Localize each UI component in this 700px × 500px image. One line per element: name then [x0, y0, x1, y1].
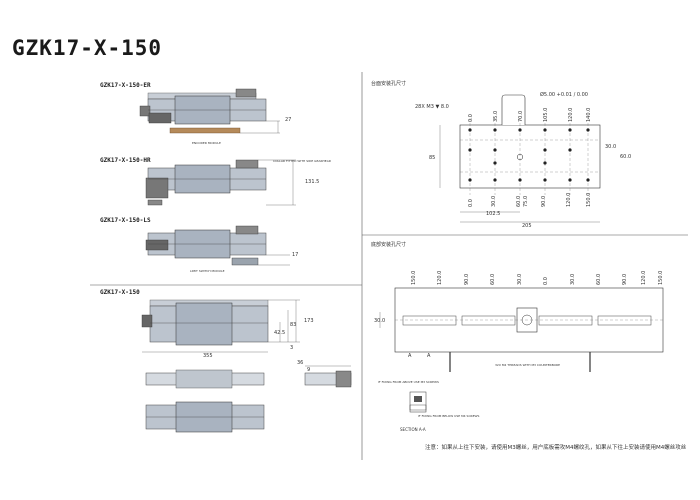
top-view-heading: 台面安装孔尺寸 — [371, 81, 407, 87]
top-side-dim-a: 85 — [429, 155, 435, 161]
section-mark-right: A — [427, 353, 431, 359]
dim-label: 150.0 — [658, 271, 664, 285]
installation-note: 注意：如果从上往下安装，请使用M3螺丝，用户底板需攻M4螺纹孔，如果从下往上安装… — [425, 445, 687, 451]
variant-label-ls: GZK17-X-150-LS — [100, 217, 151, 224]
dim-base-h1: 83 — [290, 322, 296, 328]
note-er: ENCODER MODULE — [192, 141, 221, 145]
dim-label: 30.0 — [491, 196, 497, 207]
dim-label: 150.0 — [586, 193, 592, 207]
top-side-dim-c: 60.0 — [620, 154, 631, 160]
dim-label: 90.0 — [541, 196, 547, 207]
dim-label: 30.0 — [570, 274, 576, 285]
dim-label: 140.0 — [586, 108, 592, 122]
bottom-view-drawing: 30.0 A A 32X M4 THREADS WITH M3 COUNTERB… — [374, 287, 664, 432]
variant-label-hr: GZK17-X-150-HR — [100, 157, 151, 164]
section-title: SECTION A-A — [400, 427, 426, 432]
dim-label: 150.0 — [411, 271, 417, 285]
note-ls: LIMIT SWITCH MODULE — [190, 269, 225, 273]
dim-label: 0.0 — [543, 277, 549, 285]
dim-label: 120.0 — [641, 271, 647, 285]
dim-label: 75.0 — [523, 196, 529, 207]
stage-er: 27 ENCODER MODULE — [139, 88, 291, 145]
section-mark-left: A — [408, 353, 412, 359]
dim-hr: 131.5 — [305, 179, 319, 185]
note-hr: COLLAR FITTED WITH SIDE GEARHEAD — [273, 159, 332, 163]
dim-label: 0.0 — [468, 199, 474, 207]
bottom-view-top-dims: 150.0 120.0 90.0 60.0 30.0 0.0 30.0 60.0 90.0 120… — [411, 271, 664, 285]
top-view-drawing: 28X M3 ▼ 8.0 Ø5.00 +0.01 / 0.00 85 30.0 … — [415, 91, 631, 229]
top-side-dim-b: 30.0 — [605, 144, 616, 150]
dim-er: 27 — [285, 117, 291, 123]
variant-label-base: GZK17-X-150 — [100, 289, 140, 296]
below-note: IF FIXING FROM BELOW USE M4 SCREWS — [418, 414, 479, 418]
dim-label: 0.0 — [468, 114, 474, 122]
screw-note: 32X M4 THREADS WITH M3 COUNTERBORE — [495, 363, 560, 367]
dim-base-total-h: 173 — [304, 318, 314, 324]
dim-label: 120.0 — [566, 193, 572, 207]
stage-hr: 131.5 COLLAR FITTED WITH SIDE GEARHEAD — [145, 159, 332, 206]
dim-label: 70.0 — [518, 111, 524, 122]
top-span-dim-a: 102.5 — [486, 211, 500, 217]
stage-base: 173 83 42.5 3 355 36 9 — [141, 299, 352, 433]
variant-label-er: GZK17-X-150-ER — [100, 82, 151, 89]
page-title: GZK17-X-150 — [12, 36, 163, 60]
dim-label: 90.0 — [464, 274, 470, 285]
dim-label: 120.0 — [437, 271, 443, 285]
above-note: IF FIXING FROM ABOVE USE M3 SCREWS — [378, 380, 439, 384]
top-callout-thread: 28X M3 ▼ 8.0 — [415, 104, 449, 110]
stage-ls: 17 LIMIT SWITCH MODULE — [145, 225, 298, 273]
dim-base-width: 355 — [203, 353, 213, 359]
dim-label: 60.0 — [490, 274, 496, 285]
top-callout-hole: Ø5.00 +0.01 / 0.00 — [540, 91, 588, 98]
dim-label: 60.0 — [516, 196, 522, 207]
dim-ls: 17 — [292, 252, 298, 258]
bottom-side-dim: 30.0 — [374, 318, 385, 324]
dim-label: 30.0 — [517, 274, 523, 285]
top-view-top-dims: 0.0 35.0 70.0 105.0 120.0 140.0 — [468, 108, 592, 122]
dim-label: 35.0 — [493, 111, 499, 122]
dim-side-w: 36 — [297, 360, 303, 366]
dim-label: 60.0 — [596, 274, 602, 285]
dim-base-h2: 42.5 — [274, 330, 285, 336]
dim-base-h3: 3 — [290, 345, 293, 351]
dim-label: 90.0 — [622, 274, 628, 285]
dim-label: 120.0 — [568, 108, 574, 122]
top-span-dim-b: 205 — [522, 223, 532, 229]
bottom-view-heading: 底部安装孔尺寸 — [371, 242, 407, 248]
dim-label: 105.0 — [543, 108, 549, 122]
dim-side-h: 9 — [307, 367, 310, 373]
